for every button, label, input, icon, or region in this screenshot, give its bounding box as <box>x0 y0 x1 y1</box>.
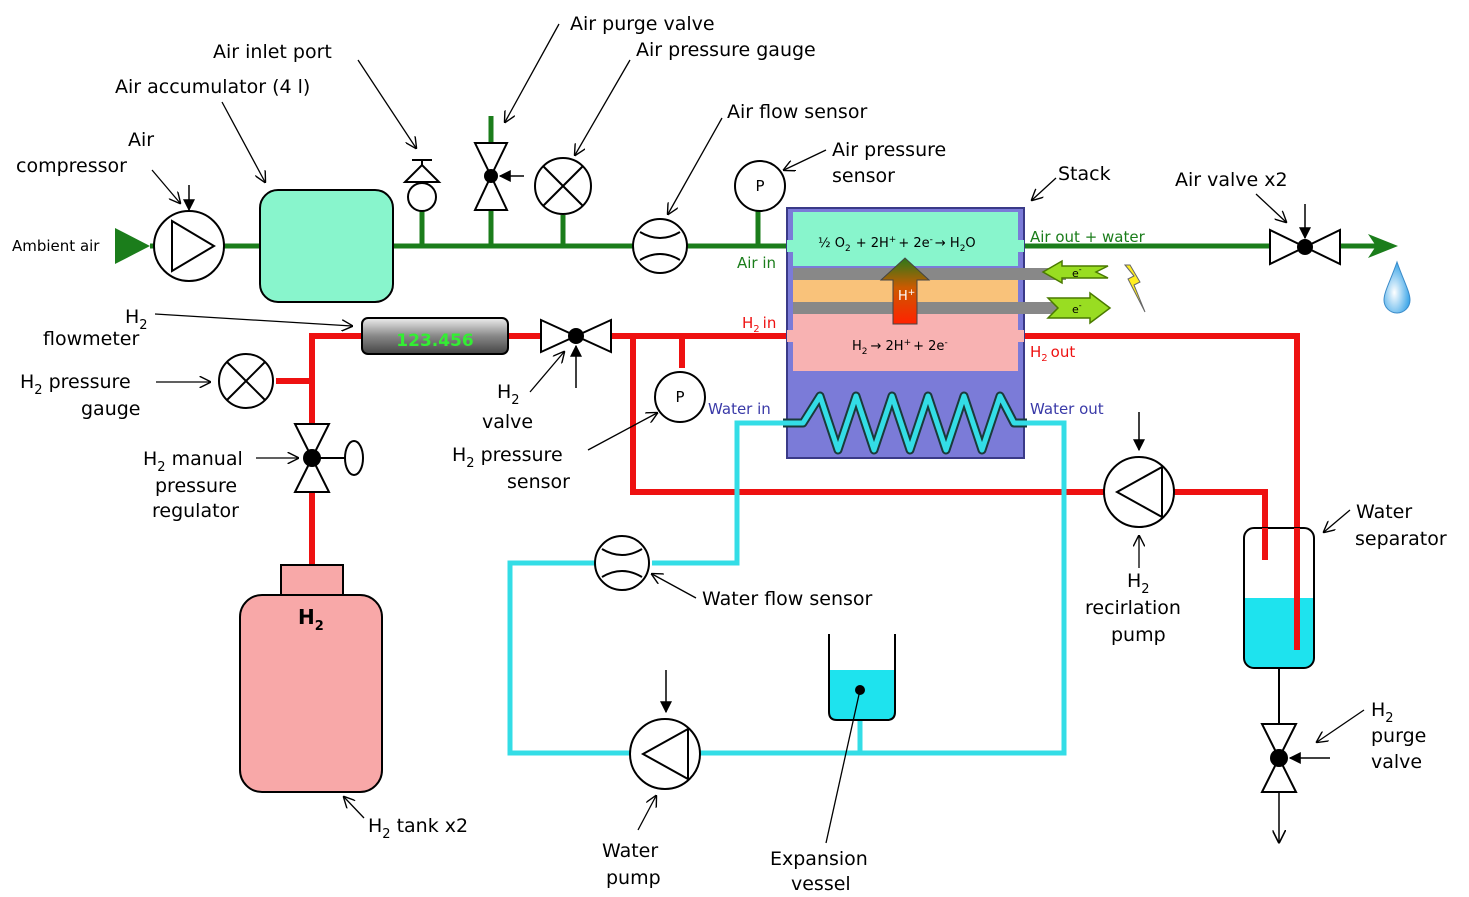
air-flow-sensor-label: Air flow sensor <box>727 101 867 123</box>
air-compressor <box>153 185 225 282</box>
air-inlet-port <box>402 159 442 212</box>
air-valve <box>1269 204 1341 266</box>
h2-flowmeter-label-2: flowmeter <box>43 328 139 350</box>
water-pump-label-2: pump <box>606 867 661 889</box>
water-in-label: Water in <box>708 400 771 418</box>
h2-recirculation-pump <box>1103 412 1175 528</box>
h2-regulator-label-3: regulator <box>152 500 239 522</box>
air-accumulator-label: Air accumulator (4 l) <box>115 76 310 98</box>
h2-flowmeter: 123.456 <box>361 317 509 355</box>
h2-purge-valve <box>1260 668 1330 842</box>
h2-purge-label-1: H2 <box>1371 699 1394 726</box>
air-compressor-label-1: Air <box>128 129 154 151</box>
air-pressure-sensor-label-1: Air pressure <box>832 139 946 161</box>
air-intake-arrow <box>115 228 150 264</box>
air-pressure-sensor: P <box>734 160 786 212</box>
h2-pressure-gauge-label-2: gauge <box>81 398 141 420</box>
water-flow-sensor-label: Water flow sensor <box>702 588 873 610</box>
lightning-icon <box>1123 264 1146 313</box>
expansion-vessel <box>828 634 896 721</box>
electron-label-2: e- <box>1072 301 1082 316</box>
coolant-lines <box>507 420 1067 756</box>
ambient-air-label: Ambient air <box>12 237 100 255</box>
expansion-vessel-label-1: Expansion <box>770 848 868 870</box>
water-separator <box>1243 527 1315 669</box>
proton-label: H+ <box>898 288 915 304</box>
h2-pressure-regulator <box>293 423 364 493</box>
h2-purge-label-3: valve <box>1371 751 1422 773</box>
water-drop-icon <box>1383 260 1411 314</box>
stack-label: Stack <box>1058 163 1111 185</box>
h2-purge-label-2: purge <box>1371 725 1426 747</box>
expansion-vessel-label-2: vessel <box>791 873 851 895</box>
cathode-reaction: ½ O2+ 2H++ 2e-→ H2O <box>818 235 976 254</box>
water-flow-sensor <box>594 535 650 591</box>
fuel-cell-stack: H+ <box>783 207 1066 459</box>
air-purge-valve <box>473 142 524 211</box>
air-compressor-label-2: compressor <box>16 155 127 177</box>
air-valve-label: Air valve x2 <box>1175 169 1288 191</box>
flowmeter-display: 123.456 <box>396 331 473 351</box>
air-inlet-port-label: Air inlet port <box>213 41 332 63</box>
air-accumulator <box>259 189 394 303</box>
air-purge-valve-label: Air purge valve <box>570 13 715 35</box>
air-in-label: Air in <box>737 254 776 272</box>
recirc-pump-label-3: pump <box>1111 624 1166 646</box>
water-separator-label-2: separator <box>1355 528 1447 550</box>
air-pressure-gauge-label: Air pressure gauge <box>636 39 816 61</box>
h2-regulator-label-2: pressure <box>155 475 237 497</box>
recirc-pump-label-2: recirlation <box>1085 597 1181 619</box>
h2-pressure-sensor: P <box>654 371 706 423</box>
water-out-label: Water out <box>1030 400 1104 418</box>
air-pressure-gauge <box>534 157 592 215</box>
h2-tank: H2 <box>239 564 383 793</box>
electron-arrows: e- e- <box>1041 259 1112 325</box>
air-flow-sensor <box>632 218 688 274</box>
h2-flowmeter-label-1: H2 <box>125 306 148 333</box>
h2-valve-label-2: valve <box>482 411 533 433</box>
recirc-pump-label-1: H2 <box>1127 570 1150 597</box>
air-pressure-sensor-symbol: P <box>755 177 764 195</box>
h2-pressure-gauge <box>218 353 274 409</box>
water-pump-label-1: Water <box>602 840 658 862</box>
water-separator-label-1: Water <box>1356 501 1412 523</box>
air-out-label: Air out + water <box>1030 228 1146 246</box>
h2-valve <box>540 318 612 388</box>
h2-pressure-sensor-label-2: sensor <box>507 471 570 493</box>
anode-reaction: H2→ 2H++ 2e- <box>852 338 948 357</box>
air-pressure-sensor-label-2: sensor <box>832 165 895 187</box>
tank-h2-text: H2 <box>298 605 324 634</box>
water-pump <box>629 670 701 790</box>
h2-pressure-sensor-symbol: P <box>675 388 684 406</box>
electron-label-1: e- <box>1072 265 1082 280</box>
h2-valve-label-1: H2 <box>497 381 520 408</box>
